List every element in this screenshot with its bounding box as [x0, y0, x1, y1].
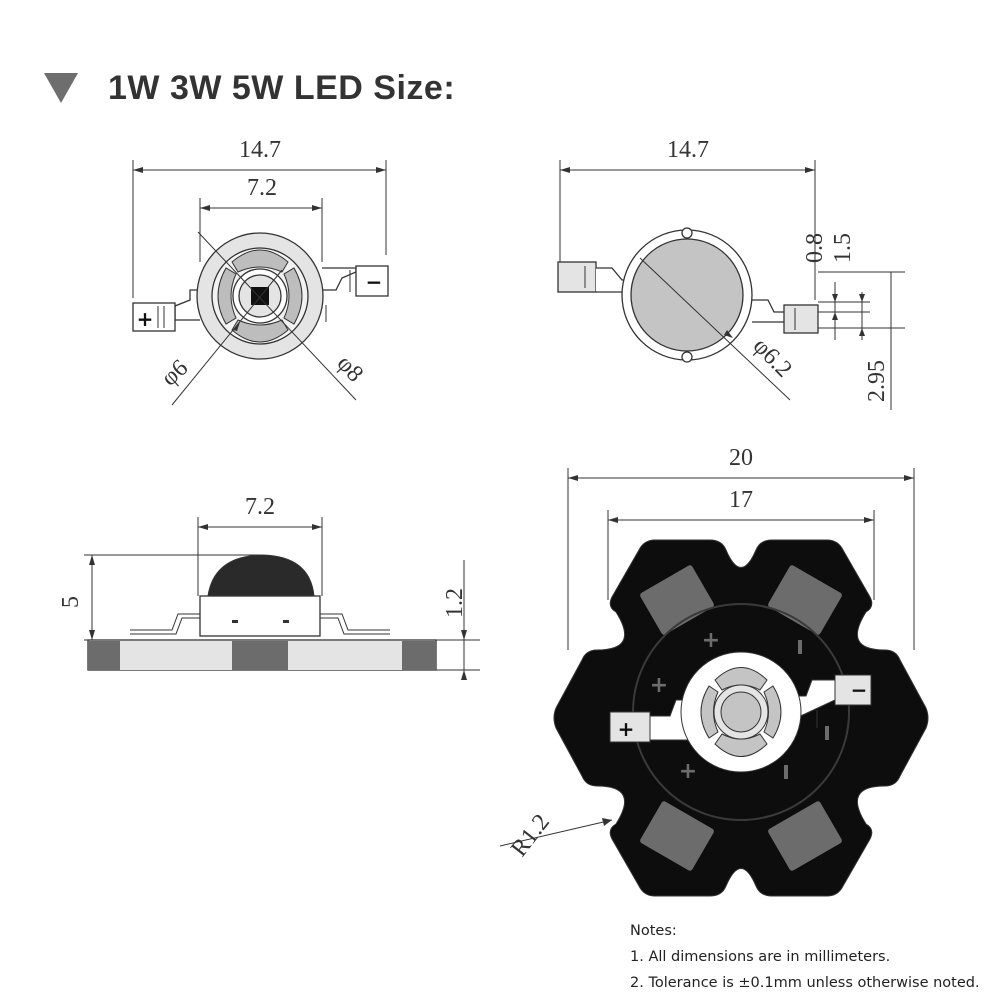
header: 1W 3W 5W LED Size: [44, 66, 455, 110]
star-mounting-pads [640, 565, 842, 871]
notes-item: 1. All dimensions are in millimeters. [630, 949, 891, 965]
board-plus-icon: + [679, 759, 697, 784]
star-inner-label: 17 [729, 487, 753, 513]
side-width-dimension: 7.2 [197, 494, 323, 596]
triangle-down-icon [44, 73, 78, 103]
side-dome [207, 554, 315, 597]
top-inner-label: 7.2 [247, 175, 277, 201]
side-thickness-label: 1.2 [442, 588, 468, 618]
plus-icon: + [618, 717, 635, 741]
bottom-dim-b-label: 1.5 [830, 233, 856, 263]
bottom-width-label: 14.7 [667, 137, 709, 163]
star-outer-dimension: 20 [567, 445, 915, 650]
bottom-small-dimensions: 0.8 1.5 2.95 [802, 233, 905, 410]
top-width-label: 14.7 [239, 137, 281, 163]
board-plus-icon: + [702, 628, 720, 653]
star-outer-label: 20 [729, 445, 753, 471]
bottom-view: 14.7 φ6.2 [557, 137, 905, 410]
top-clover [217, 249, 303, 343]
bottom-lens [630, 238, 744, 352]
plus-icon: + [137, 307, 154, 331]
notes-heading: Notes: [630, 923, 677, 939]
minus-icon: − [366, 270, 383, 294]
page-title: 1W 3W 5W LED Size: [108, 68, 456, 107]
side-width-label: 7.2 [245, 494, 275, 520]
bottom-lens-diameter-label: φ6.2 [748, 333, 797, 383]
bottom-dim-a-label: 0.8 [802, 233, 828, 263]
star-lead-left: + [609, 699, 691, 743]
side-view: 7.2 5 [58, 494, 480, 680]
top-inner-dimension: 7.2 [199, 175, 323, 262]
minus-icon: − [851, 678, 868, 702]
board-plus-icon: + [650, 673, 668, 698]
bottom-lead-right [752, 299, 819, 334]
star-lead-right: − [791, 674, 872, 721]
side-thickness-dimension: 1.2 [436, 560, 480, 680]
top-view: 14.7 7.2 + − [132, 137, 389, 406]
star-board-view: 20 17 + + + + [499, 445, 929, 897]
top-lead-left: + [132, 289, 200, 332]
side-height-label: 5 [58, 596, 84, 608]
top-lead-right: − [320, 265, 389, 297]
top-outer-diameter-label: φ8 [332, 351, 369, 388]
notes: Notes: 1. All dimensions are in millimet… [630, 918, 980, 996]
notes-item: 2. Tolerance is ±0.1mm unless otherwise … [630, 975, 980, 991]
bottom-lead-left [557, 261, 629, 293]
bottom-dim-c-label: 2.95 [864, 360, 890, 402]
side-body [199, 595, 321, 637]
corner-radius-label: R1.2 [506, 809, 555, 861]
bottom-width-dimension: 14.7 [559, 137, 816, 300]
top-width-dimension: 14.7 [132, 137, 387, 298]
star-inner-dimension: 17 [607, 487, 875, 600]
